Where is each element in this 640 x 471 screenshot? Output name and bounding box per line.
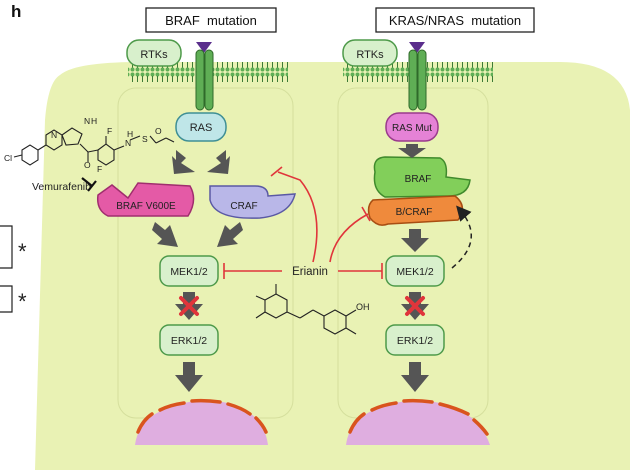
atom-s: S bbox=[142, 134, 148, 144]
left-title: BRAF mutation bbox=[165, 13, 257, 28]
braf-label: BRAF bbox=[405, 174, 432, 185]
erianin-inhibition bbox=[223, 166, 383, 279]
arrow-erk-to-nucleus-left bbox=[175, 362, 203, 392]
rtks-right-label: RTKs bbox=[356, 49, 384, 61]
erk-left-label: ERK1/2 bbox=[171, 335, 207, 347]
arrow-craf-to-mek bbox=[217, 222, 243, 247]
side-bracket-top bbox=[0, 225, 13, 269]
atom-o1: O bbox=[84, 160, 91, 170]
ras-label: RAS bbox=[190, 122, 213, 134]
left-title-box bbox=[145, 7, 277, 33]
inhibit-craf-bar bbox=[270, 166, 283, 177]
erianin-label: Erianin bbox=[292, 266, 328, 278]
side-marker-top: * bbox=[18, 239, 27, 264]
braf-v600e-label: BRAF V600E bbox=[116, 201, 176, 212]
mek-left-node bbox=[159, 255, 219, 287]
mek-left-label: MEK1/2 bbox=[170, 266, 208, 278]
atom-nh2: N bbox=[125, 138, 131, 148]
panel-label: h bbox=[11, 2, 21, 21]
atom-o2: O bbox=[155, 126, 162, 136]
atom-n: N bbox=[51, 130, 57, 140]
receptor-left-a bbox=[195, 49, 205, 111]
receptor-right-a bbox=[408, 49, 418, 111]
nuclear-envelope-right bbox=[348, 398, 489, 436]
vemurafenib-label: Vemurafenib bbox=[32, 181, 91, 193]
ligand-right-icon bbox=[409, 42, 425, 53]
erianin-oh: OH bbox=[356, 302, 370, 312]
arrow-rasmut-to-braf bbox=[398, 144, 426, 158]
right-title: KRAS/NRAS mutation bbox=[389, 13, 521, 28]
inhibit-craf bbox=[277, 171, 318, 263]
mek-right-label: MEK1/2 bbox=[396, 266, 434, 278]
arrow-ras-to-brafv600e bbox=[172, 150, 195, 174]
erianin-structure-icon bbox=[255, 284, 357, 335]
inhibit-bcraf bbox=[329, 213, 369, 263]
rtks-left-node bbox=[126, 39, 182, 67]
rtks-right-node bbox=[342, 39, 398, 67]
nuclear-envelope-left bbox=[136, 398, 268, 434]
erk-left-node bbox=[159, 324, 219, 356]
b-craf-node bbox=[367, 195, 464, 226]
inhibit-bcraf-bar bbox=[361, 206, 371, 222]
arrow-bcraf-to-mek bbox=[401, 229, 429, 252]
cell-body bbox=[35, 62, 630, 470]
ras-node bbox=[175, 112, 227, 142]
block-x-right-icon bbox=[405, 296, 425, 316]
receptor-left-b bbox=[204, 49, 214, 111]
arrow-erk-to-nucleus-right bbox=[401, 362, 429, 392]
b-craf-label: B/CRAF bbox=[396, 207, 433, 218]
braf-node bbox=[373, 156, 471, 198]
ras-mut-label: RAS Mut bbox=[392, 123, 432, 134]
arrow-ras-to-craf bbox=[207, 150, 230, 174]
nucleus-right bbox=[346, 400, 490, 445]
atom-h2: H bbox=[127, 129, 133, 139]
receptor-right-b bbox=[417, 49, 427, 111]
nucleus-left bbox=[135, 400, 268, 445]
craf-label: CRAF bbox=[230, 201, 257, 212]
arrow-brafv600e-to-mek bbox=[152, 222, 178, 247]
erk-right-label: ERK1/2 bbox=[397, 335, 433, 347]
right-title-box bbox=[375, 7, 535, 33]
vemurafenib-atoms: Cl N N H F F O O S N H bbox=[4, 116, 162, 174]
side-marker-bottom: * bbox=[18, 289, 27, 314]
craf-node bbox=[209, 185, 296, 219]
ras-mut-node bbox=[385, 112, 439, 142]
vemurafenib-structure-icon bbox=[13, 127, 175, 166]
atom-cl: Cl bbox=[4, 153, 12, 163]
side-bracket-bottom bbox=[0, 285, 13, 313]
erk-right-node bbox=[385, 324, 445, 356]
vemurafenib-inhibit-line bbox=[81, 177, 93, 187]
braf-v600e-node bbox=[96, 182, 195, 217]
ligand-left-icon bbox=[196, 42, 212, 53]
atom-nh: N bbox=[84, 116, 90, 126]
atom-h: H bbox=[91, 116, 97, 126]
atom-f2: F bbox=[97, 164, 102, 174]
vemurafenib-inhibit-bar bbox=[87, 180, 97, 192]
mek-right-node bbox=[385, 255, 445, 287]
atom-f1: F bbox=[107, 126, 112, 136]
rtks-left-label: RTKs bbox=[140, 49, 168, 61]
block-x-left-icon bbox=[179, 296, 199, 316]
